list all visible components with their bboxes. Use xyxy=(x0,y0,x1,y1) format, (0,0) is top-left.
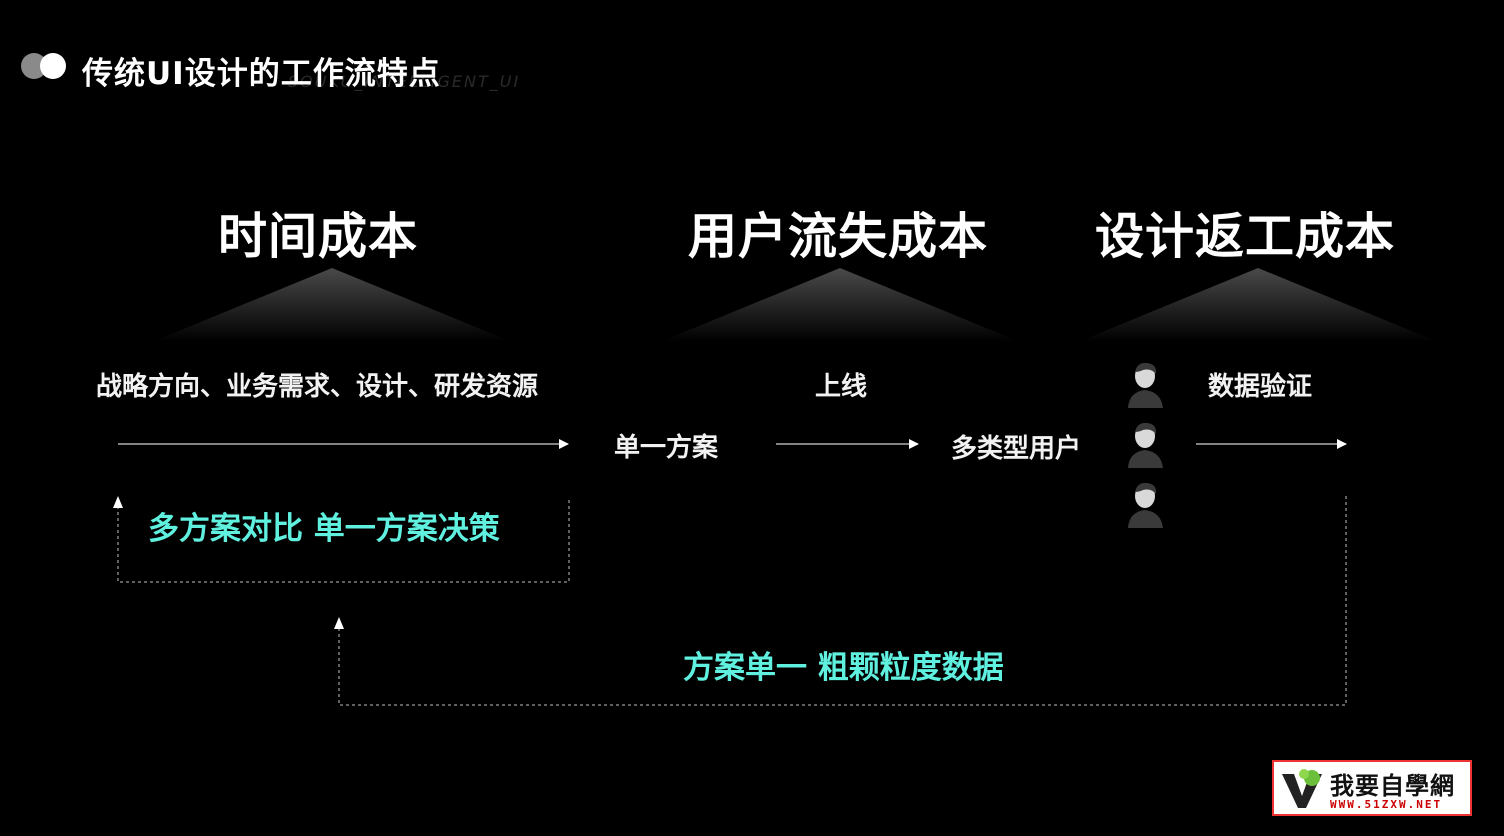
page-title: 传统UI设计的工作流特点 xyxy=(82,56,441,92)
outer-feedback-loop xyxy=(338,496,1347,706)
site-logo: 我要自學網 WWW.51ZXW.NET xyxy=(1272,760,1472,816)
inner-feedback-loop xyxy=(117,500,570,583)
header-dots-icon xyxy=(20,52,68,80)
cost-title-rework: 设计返工成本 xyxy=(1094,208,1396,265)
triangle-time xyxy=(152,268,512,342)
outer-loop-label: 方案单一 粗颗粒度数据 xyxy=(683,650,1004,686)
user-icon xyxy=(1128,362,1163,408)
cost-title-time: 时间成本 xyxy=(217,208,419,265)
outer-loop-arrowhead xyxy=(334,617,344,629)
logo-url: WWW.51ZXW.NET xyxy=(1330,798,1443,811)
cost-title-user-loss: 用户流失成本 xyxy=(687,208,989,265)
user-types-label: 多类型用户 xyxy=(951,434,1082,464)
launch-label: 上线 xyxy=(815,372,868,402)
inner-loop-arrowhead xyxy=(113,496,123,508)
user-icon xyxy=(1128,482,1163,528)
resources-label: 战略方向、业务需求、设计、研发资源 xyxy=(96,372,539,402)
inner-loop-label: 多方案对比 单一方案决策 xyxy=(148,511,500,547)
single-plan-label: 单一方案 xyxy=(614,433,719,463)
triangle-rework xyxy=(1078,268,1438,342)
cost-triangles xyxy=(152,268,1438,342)
user-icon xyxy=(1128,422,1163,468)
triangle-user-loss xyxy=(660,268,1020,342)
logo-v-icon xyxy=(1278,766,1326,812)
logo-text: 我要自學網 xyxy=(1330,772,1455,800)
data-validation-label: 数据验证 xyxy=(1208,372,1313,402)
header-watermark: SOUKU_INTELLIGENT_UI xyxy=(288,72,521,91)
